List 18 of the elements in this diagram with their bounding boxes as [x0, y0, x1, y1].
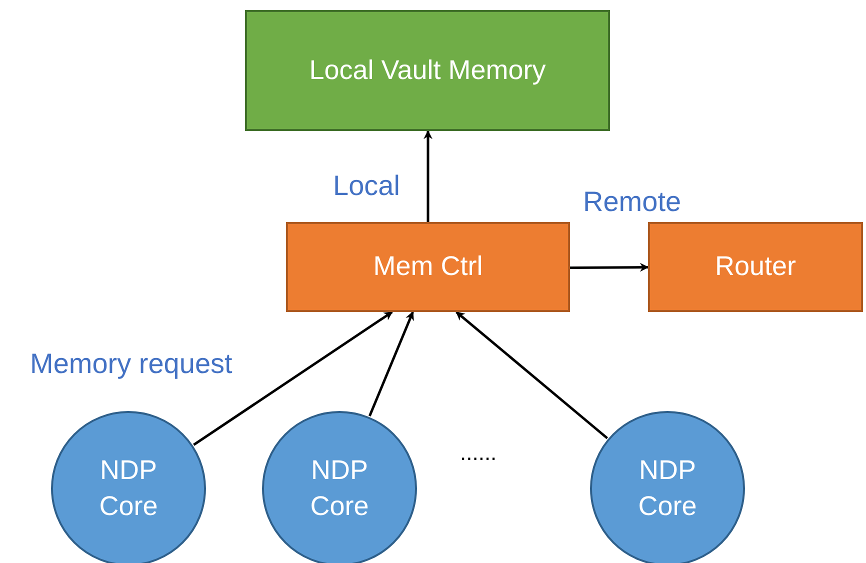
- node-label: NDP Core: [637, 454, 698, 522]
- arrow: [570, 262, 649, 272]
- node-label: Local Vault Memory: [309, 54, 546, 87]
- process-box: [648, 222, 863, 312]
- node-label: Router: [714, 250, 796, 284]
- edge-label: Remote: [583, 186, 682, 218]
- ellipsis-label: ......: [460, 440, 497, 466]
- node-label: NDP Core: [309, 454, 370, 522]
- memory-box: [245, 10, 610, 131]
- edge-label: Local: [333, 170, 400, 202]
- arrow: [368, 311, 414, 416]
- arrow: [424, 130, 432, 222]
- process-box: [286, 222, 570, 312]
- node-label: NDP Core: [98, 454, 159, 522]
- arrow: [456, 311, 608, 440]
- edge-label: Memory request: [30, 348, 232, 380]
- node-label: Mem Ctrl: [373, 250, 483, 284]
- arrow: [193, 310, 393, 446]
